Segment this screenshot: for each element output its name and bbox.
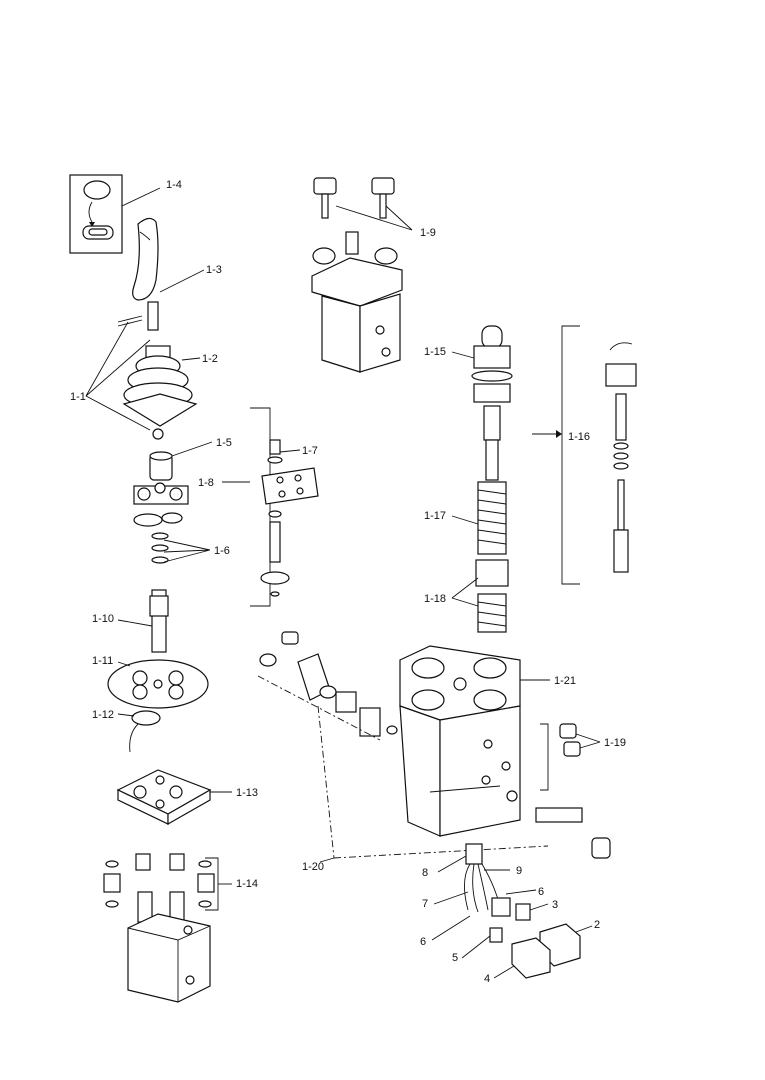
callout-1-19: 1-19 — [604, 737, 626, 749]
callout-1-15: 1-15 — [424, 346, 446, 358]
part-1-11-plate — [107, 659, 209, 709]
callout-1-2: 1-2 — [202, 353, 218, 365]
callout-labels: 1-4 1-3 1-2 1-1 1-5 1-7 1-8 1-6 1-9 1-10… — [70, 179, 626, 985]
part-1-17-spring — [477, 481, 507, 555]
part-1-3-handle — [117, 217, 159, 331]
callout-3: 3 — [552, 899, 558, 911]
callout-1-12: 1-12 — [92, 709, 114, 721]
part-1-2-boot — [122, 345, 198, 440]
callout-1-3: 1-3 — [206, 264, 222, 276]
part-1-10-shaft — [149, 589, 169, 653]
part-lower-valve-body — [127, 891, 211, 1003]
callout-2: 2 — [594, 919, 600, 931]
callout-4: 4 — [484, 973, 490, 985]
callout-8: 8 — [422, 867, 428, 879]
callout-1-9: 1-9 — [420, 227, 436, 239]
callout-1-1: 1-1 — [70, 391, 86, 403]
callout-1-13: 1-13 — [236, 787, 258, 799]
part-1-16-group — [532, 325, 637, 585]
part-1-20-fittings — [257, 631, 611, 859]
callout-1-16: 1-16 — [568, 431, 590, 443]
callout-7: 7 — [422, 898, 428, 910]
callout-1-7: 1-7 — [302, 445, 318, 457]
part-1-7-plate-group — [250, 407, 319, 607]
part-1-5-assembly — [133, 451, 189, 564]
callout-1-14: 1-14 — [236, 878, 258, 890]
callout-9: 9 — [516, 865, 522, 877]
part-top-valve-body — [311, 231, 403, 373]
callout-1-8: 1-8 — [198, 477, 214, 489]
callout-1-11: 1-11 — [92, 655, 113, 667]
callout-1-17: 1-17 — [424, 510, 446, 522]
callout-6-left: 6 — [420, 936, 426, 948]
part-1-14-springs — [103, 853, 219, 911]
part-1-19-plugs — [540, 723, 581, 791]
part-1-15-cap — [471, 325, 513, 481]
callout-1-10: 1-10 — [92, 613, 114, 625]
callout-1-4: 1-4 — [166, 179, 182, 191]
leader-lines — [85, 187, 601, 979]
part-1-21-main-body — [399, 645, 521, 837]
part-1-13-top-plate — [116, 769, 212, 826]
part-1-9-pistons — [313, 177, 395, 219]
part-harness — [464, 843, 581, 979]
part-1-12-sensor — [129, 710, 161, 753]
callout-1-6: 1-6 — [214, 545, 230, 557]
callout-1-18: 1-18 — [424, 593, 446, 605]
callout-1-5: 1-5 — [216, 437, 232, 449]
callout-5: 5 — [452, 952, 458, 964]
callout-1-21: 1-21 — [554, 675, 576, 687]
part-1-4-inset — [69, 174, 123, 254]
part-1-18-spring — [475, 559, 509, 633]
callout-1-20: 1-20 — [302, 861, 324, 873]
callout-6-right: 6 — [538, 886, 544, 898]
